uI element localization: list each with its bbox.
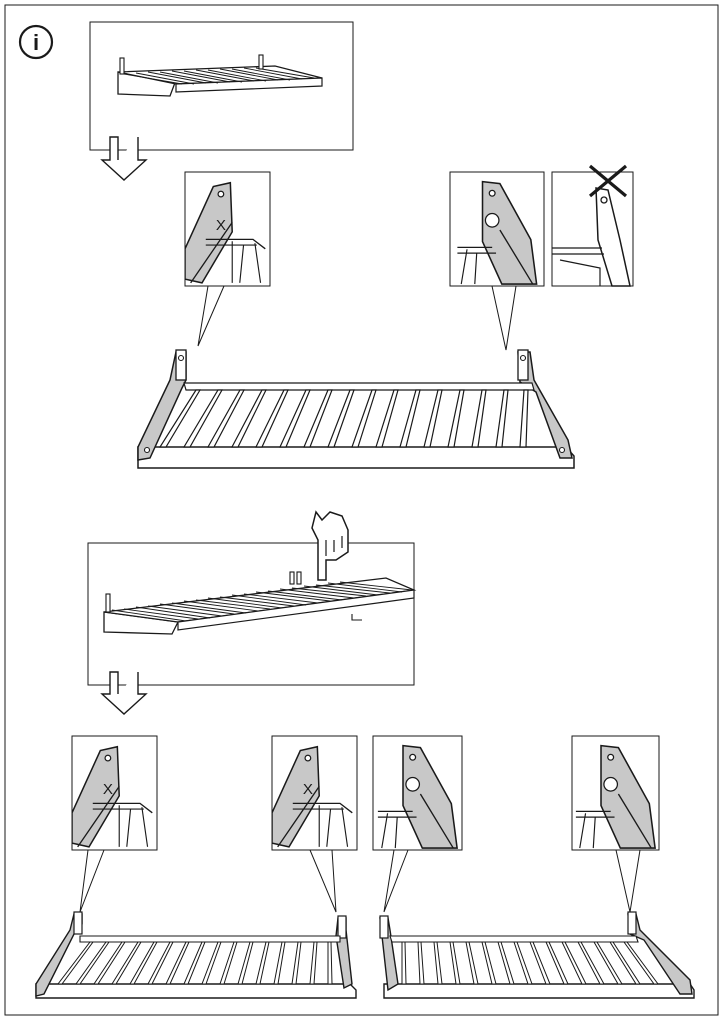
x-mark-label: X <box>216 217 226 234</box>
pointing-hand-icon <box>311 510 349 581</box>
overview-panel-single-shelf <box>89 21 354 151</box>
x-mark-label: X <box>103 781 113 798</box>
detail-left-x-mark: X <box>71 735 158 851</box>
detail-right-x-mark: X <box>271 735 358 851</box>
detail-left-x-mark: X <box>184 171 271 287</box>
info-icon-glyph: i <box>33 30 39 55</box>
page-border <box>4 4 719 1016</box>
overview-panel-joined-shelves <box>87 542 417 686</box>
cross-icon <box>588 164 628 198</box>
arrow-down-icon <box>100 136 148 181</box>
detail-right-hole <box>571 735 660 851</box>
callout-lines-step1 <box>197 285 517 351</box>
callout-lines-step2 <box>79 849 641 913</box>
shelf-large-left <box>35 911 357 999</box>
arrow-down-icon <box>100 671 148 715</box>
detail-wrong-orientation <box>551 164 634 287</box>
detail-right-hole <box>449 171 545 287</box>
info-icon: i <box>18 24 54 60</box>
shelf-large-right <box>379 911 695 999</box>
detail-left-hole <box>372 735 463 851</box>
x-mark-label: X <box>303 781 313 798</box>
shelf-large-single <box>137 349 575 469</box>
